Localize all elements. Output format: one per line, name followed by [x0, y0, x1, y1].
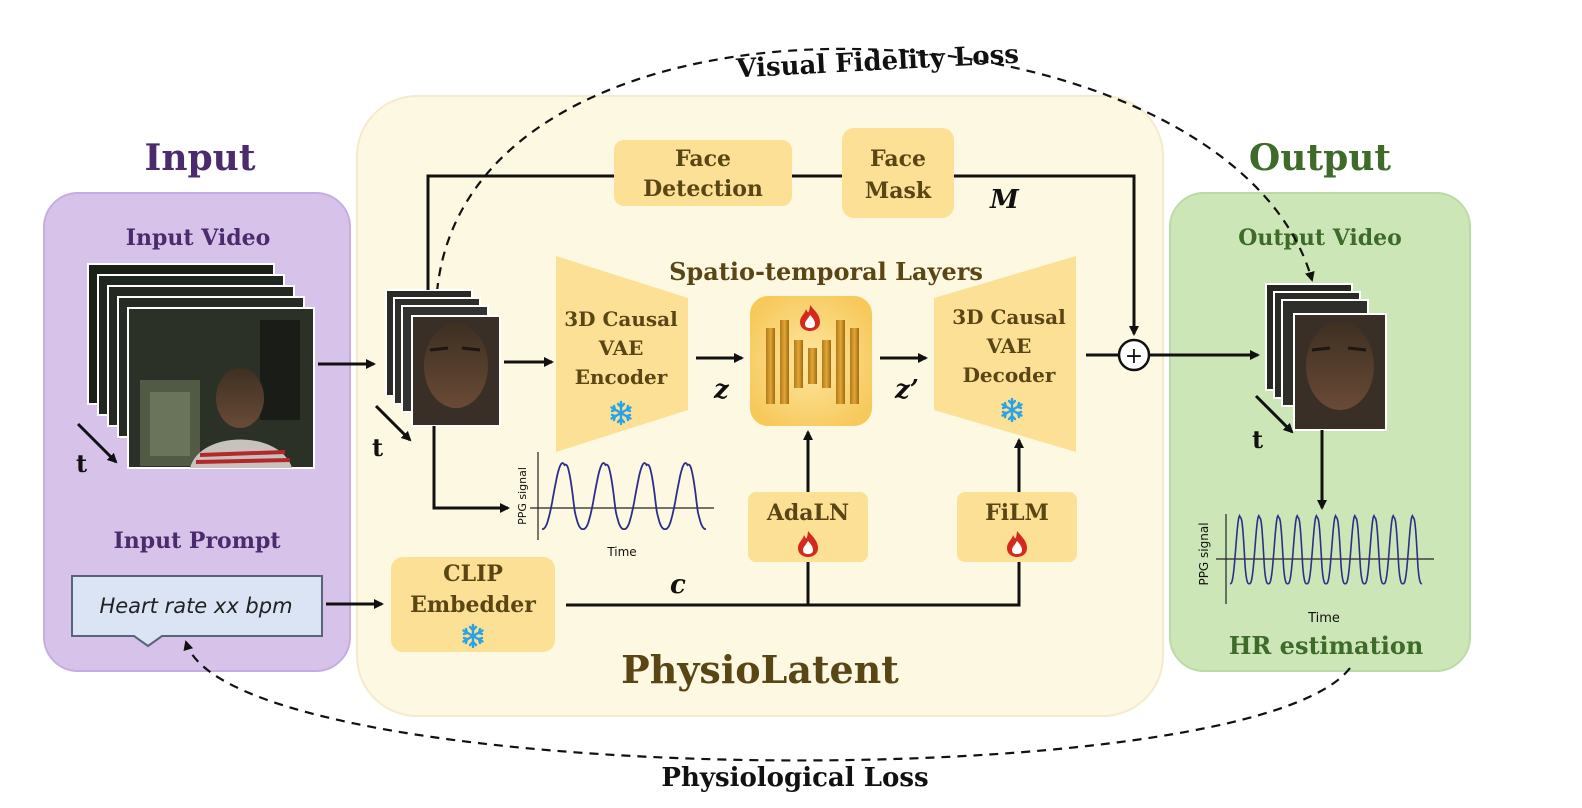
- adaln-label: AdaLN: [766, 500, 849, 526]
- output-video-stack: [1265, 283, 1387, 431]
- clip-line2: Embedder: [410, 592, 536, 618]
- decoder-line1: 3D Causal: [952, 305, 1066, 329]
- vae-decoder-block: [934, 256, 1076, 452]
- z-prime-label: z’: [894, 375, 919, 405]
- vae-encoder-block: [556, 256, 688, 452]
- output-ppg-xlabel: Time: [1307, 611, 1340, 626]
- clip-line1: CLIP: [443, 561, 503, 587]
- face-mask-line2: Mask: [865, 178, 932, 204]
- physiological-loss-curve: [183, 640, 1351, 762]
- visual-fidelity-loss-label: Visual Fidelity Loss: [735, 40, 1020, 85]
- output-ppg-ylabel: PPG signal: [1197, 522, 1211, 585]
- cropped-face-frames: [385, 289, 501, 427]
- adaln-box: [748, 492, 868, 562]
- film-label: FiLM: [985, 500, 1049, 526]
- clip-embedder-box: [391, 557, 555, 652]
- film-box: [957, 492, 1077, 562]
- visual-fidelity-loss-curve: [435, 47, 1315, 293]
- hr-estimation-label: HR estimation: [1229, 631, 1424, 660]
- face-mask-box: [842, 128, 954, 218]
- center-time-label: t: [372, 433, 383, 462]
- clip-condition-line: [566, 562, 1021, 607]
- spatio-temporal-label: Spatio-temporal Layers: [669, 257, 983, 286]
- output-panel: [1169, 192, 1471, 672]
- encoder-line3: Encoder: [575, 365, 668, 389]
- decoder-line2: VAE: [986, 334, 1032, 358]
- center-ppg-plot: PPG signal Time: [516, 452, 714, 559]
- input-video-stack: [87, 263, 315, 469]
- input-prompt-text: Heart rate xx bpm: [99, 594, 292, 618]
- center-ppg-xlabel: Time: [606, 545, 636, 559]
- input-video-label: Input Video: [126, 225, 271, 251]
- output-time-label: t: [1252, 425, 1263, 454]
- encoder-line1: 3D Causal: [564, 307, 678, 331]
- output-video-label: Output Video: [1238, 225, 1402, 251]
- plus-symbol: +: [1125, 344, 1143, 369]
- center-ppg-ylabel: PPG signal: [516, 467, 529, 525]
- physiolatent-title: PhysioLatent: [621, 647, 899, 692]
- center-time-arrow: [374, 404, 412, 442]
- face-detection-line2: Detection: [643, 176, 763, 202]
- mask-symbol: M: [989, 185, 1020, 215]
- input-heading: Input: [145, 137, 256, 179]
- frames-to-ppg-line: [432, 426, 510, 513]
- input-prompt-label: Input Prompt: [113, 528, 281, 554]
- decoder-line3: Decoder: [963, 363, 1056, 387]
- spatio-temporal-bars: [766, 320, 859, 404]
- physiological-loss-label: Physiological Loss: [661, 763, 928, 793]
- face-detection-box: [614, 140, 792, 206]
- face-detection-line1: Face: [675, 146, 731, 172]
- output-heading: Output: [1249, 137, 1392, 179]
- encoder-line2: VAE: [598, 336, 644, 360]
- z-label: z: [713, 375, 730, 405]
- output-time-arrow: [1254, 394, 1294, 434]
- input-time-arrow: [76, 422, 118, 464]
- input-time-label: t: [76, 449, 87, 478]
- input-prompt-box: [71, 575, 323, 648]
- c-label: c: [670, 570, 686, 600]
- output-ppg-plot: PPG signal Time: [1197, 513, 1434, 626]
- face-mask-line1: Face: [870, 146, 926, 172]
